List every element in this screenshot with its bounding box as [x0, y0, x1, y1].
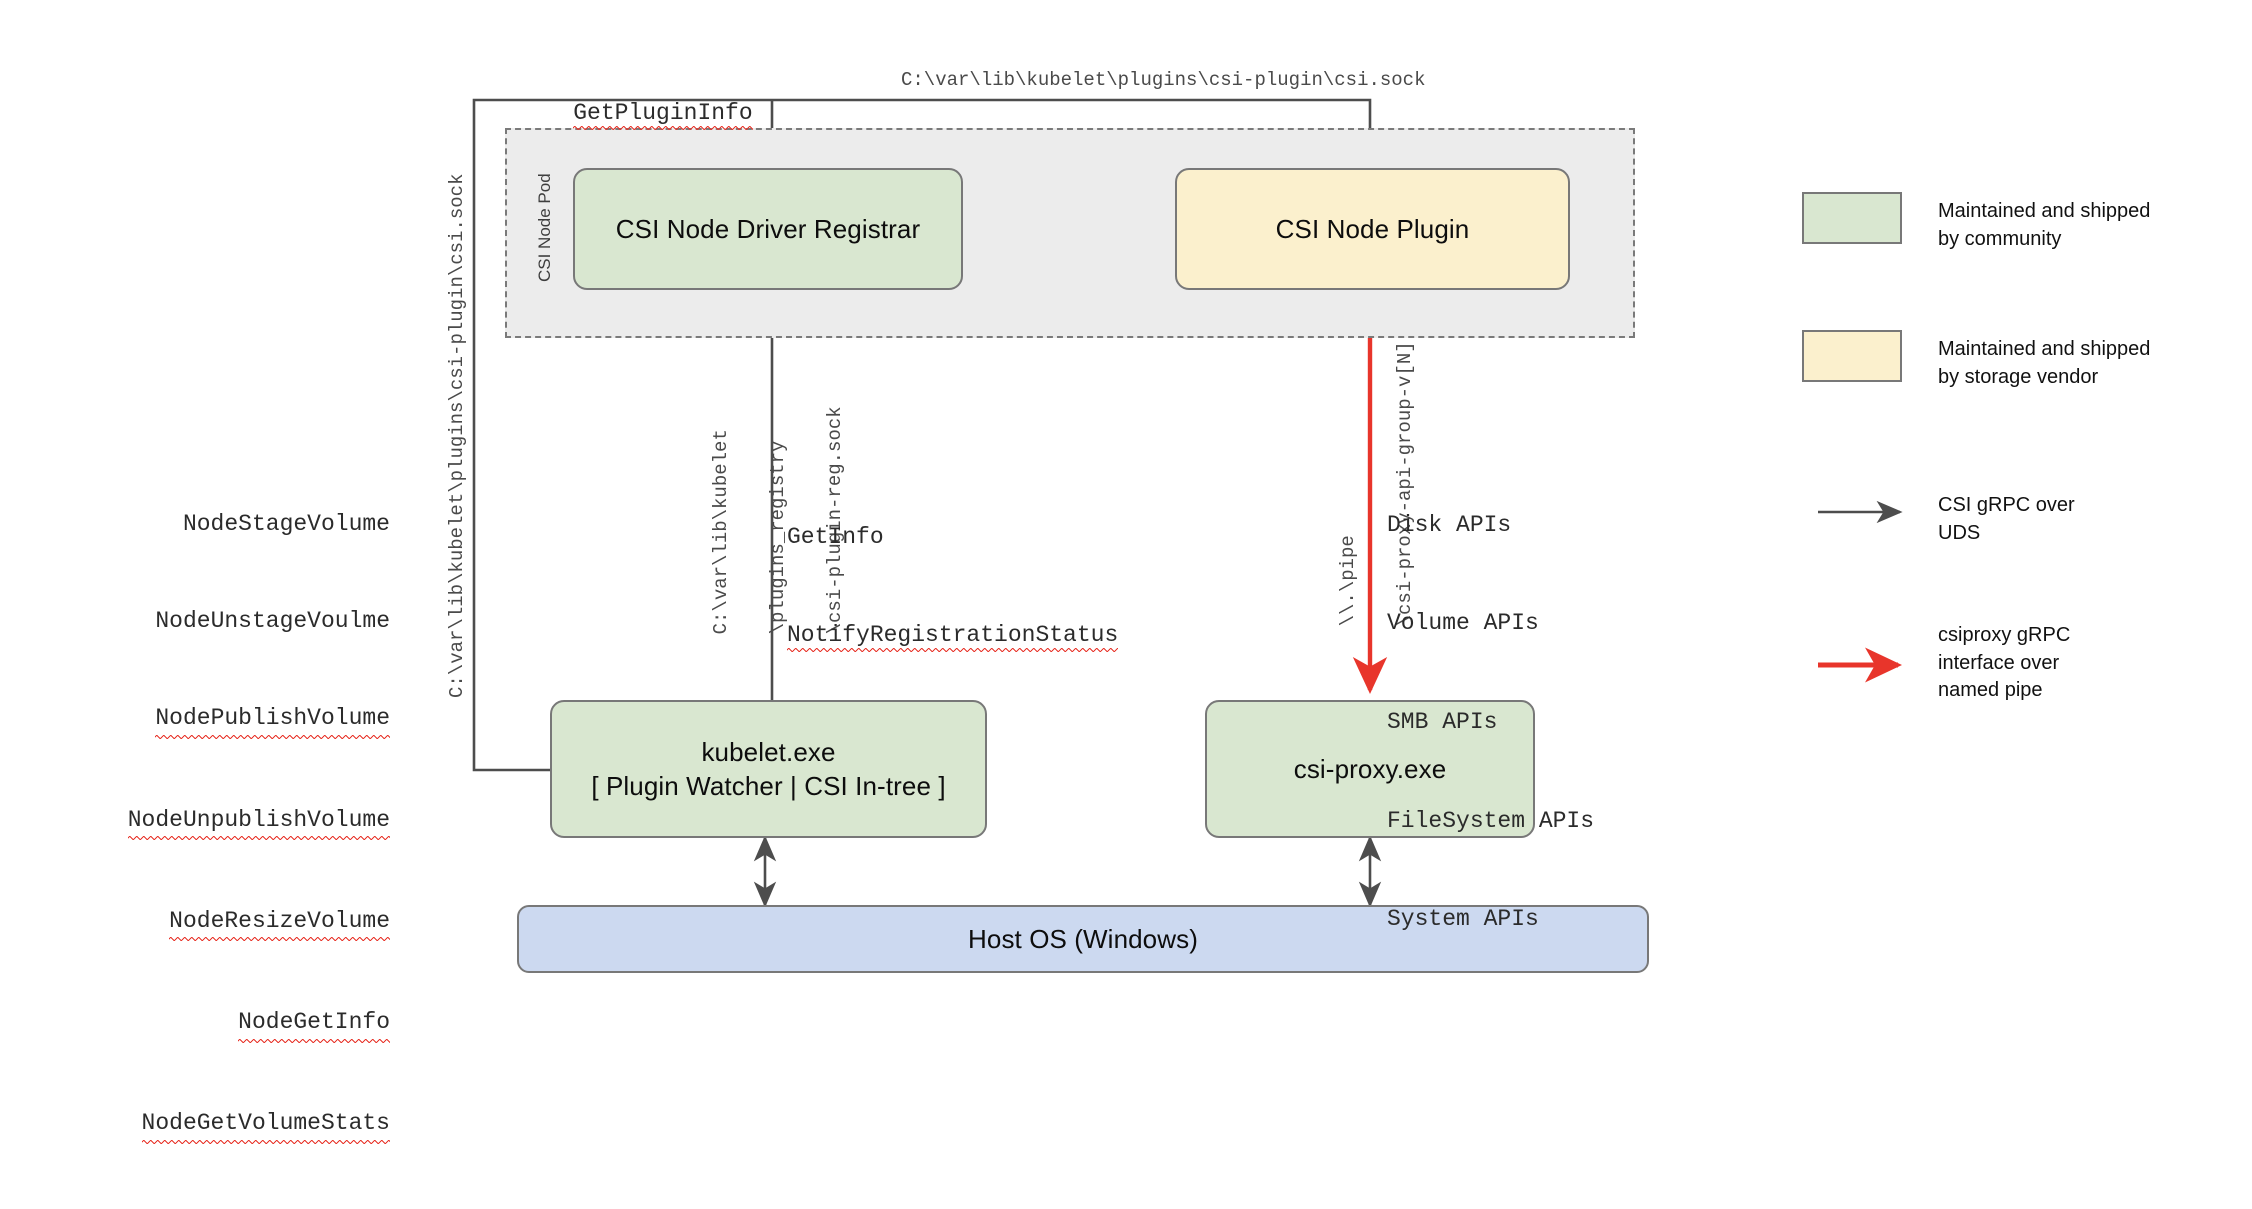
- node-rpc-list: NodeStageVolume NodeUnstageVoulme NodePu…: [60, 443, 390, 1209]
- legend-swatch-vendor: [1802, 330, 1902, 382]
- kubelet-node[interactable]: kubelet.exe [ Plugin Watcher | CSI In-tr…: [550, 700, 987, 838]
- csi-node-driver-registrar-node[interactable]: CSI Node Driver Registrar: [573, 168, 963, 290]
- csi-proxy-api-item: Volume APIs: [1387, 610, 1539, 637]
- csi-proxy-api-item: Disk APIs: [1387, 511, 1512, 538]
- kubelet-label-line1: kubelet.exe: [701, 736, 836, 767]
- diagram-canvas: CSI Node Pod CSI Node Driver Registrar C…: [127, 64, 2151, 1140]
- registration-call-row: NotifyRegistrationStatus: [787, 619, 1119, 652]
- csi-proxy-node[interactable]: csi-proxy.exe: [1205, 700, 1535, 838]
- named-pipe-line1: \\.\pipe: [1336, 535, 1359, 627]
- node-rpc-label: NodeGetInfo: [238, 1006, 390, 1042]
- node-rpc-item: NodeUnpublishVolume: [60, 803, 390, 840]
- node-rpc-label: NodeUnstageVoulme: [155, 608, 390, 635]
- node-rpc-item: NodeUnstageVoulme: [60, 605, 390, 637]
- node-rpc-label: NodeResizeVolume: [169, 904, 390, 941]
- node-rpc-label: NodeGetVolumeStats: [141, 1107, 390, 1143]
- node-rpc-item: NodePublishVolume: [60, 702, 390, 738]
- get-plugin-info-annotation: GetPluginInfo: [518, 64, 753, 162]
- legend-label-csiproxy-grpc: csiproxy gRPC interface over named pipe: [1938, 624, 2071, 702]
- legend-label-csi-grpc-uds: CSI gRPC over UDS: [1938, 494, 2075, 544]
- node-rpc-label: NodePublishVolume: [155, 702, 390, 738]
- csi-sock-path-top-annotation: C:\var\lib\kubelet\plugins\csi-plugin\cs…: [901, 69, 1426, 91]
- kubelet-label-line2: [ Plugin Watcher | CSI In-tree ]: [591, 771, 946, 801]
- csi-proxy-label: csi-proxy.exe: [1293, 753, 1447, 784]
- node-rpc-label: NodeUnpublishVolume: [127, 803, 390, 840]
- csi-sock-path-left-annotation: C:\var\lib\kubelet\plugins\csi-plugin\cs…: [446, 173, 468, 699]
- legend-swatch-community: [1802, 192, 1902, 244]
- registration-call-text: NotifyRegistrationStatus: [787, 622, 1119, 652]
- csi-node-pod-label: CSI Node Pod: [535, 173, 554, 282]
- node-rpc-item: NodeResizeVolume: [60, 904, 390, 941]
- registration-call-row: GetInfo: [787, 521, 1118, 554]
- registration-call-text: GetInfo: [787, 524, 884, 551]
- node-rpc-item: NodeGetInfo: [60, 1006, 390, 1042]
- node-rpc-item: NodeGetVolumeStats: [60, 1107, 390, 1143]
- csi-node-plugin-node[interactable]: CSI Node Plugin: [1175, 168, 1570, 290]
- legend-label-vendor: Maintained and shipped by storage vendor: [1938, 338, 2151, 388]
- node-rpc-label: NodeStageVolume: [182, 510, 390, 537]
- registration-calls-annotation: GetInfo NotifyRegistrationStatus: [787, 456, 1119, 717]
- node-rpc-item: NodeStageVolume: [60, 508, 390, 540]
- host-os-label: Host OS (Windows): [968, 923, 1198, 954]
- registry-path-line2: \plugins_registry: [766, 440, 789, 635]
- csi-node-driver-registrar-label: CSI Node Driver Registrar: [615, 213, 921, 244]
- csi-node-plugin-label: CSI Node Plugin: [1275, 213, 1470, 244]
- csi-proxy-api-list: Disk APIs Volume APIs SMB APIs FileSyste…: [1387, 443, 1594, 1002]
- host-os-node[interactable]: Host OS (Windows): [517, 905, 1649, 973]
- registry-path-line1: C:\var\lib\kubelet: [709, 429, 732, 635]
- csi-proxy-api-item: System APIs: [1387, 906, 1539, 933]
- legend-label-community: Maintained and shipped by community: [1938, 200, 2151, 250]
- csi-proxy-api-item: FileSystem APIs: [1387, 807, 1595, 834]
- csi-proxy-api-item: SMB APIs: [1387, 709, 1498, 735]
